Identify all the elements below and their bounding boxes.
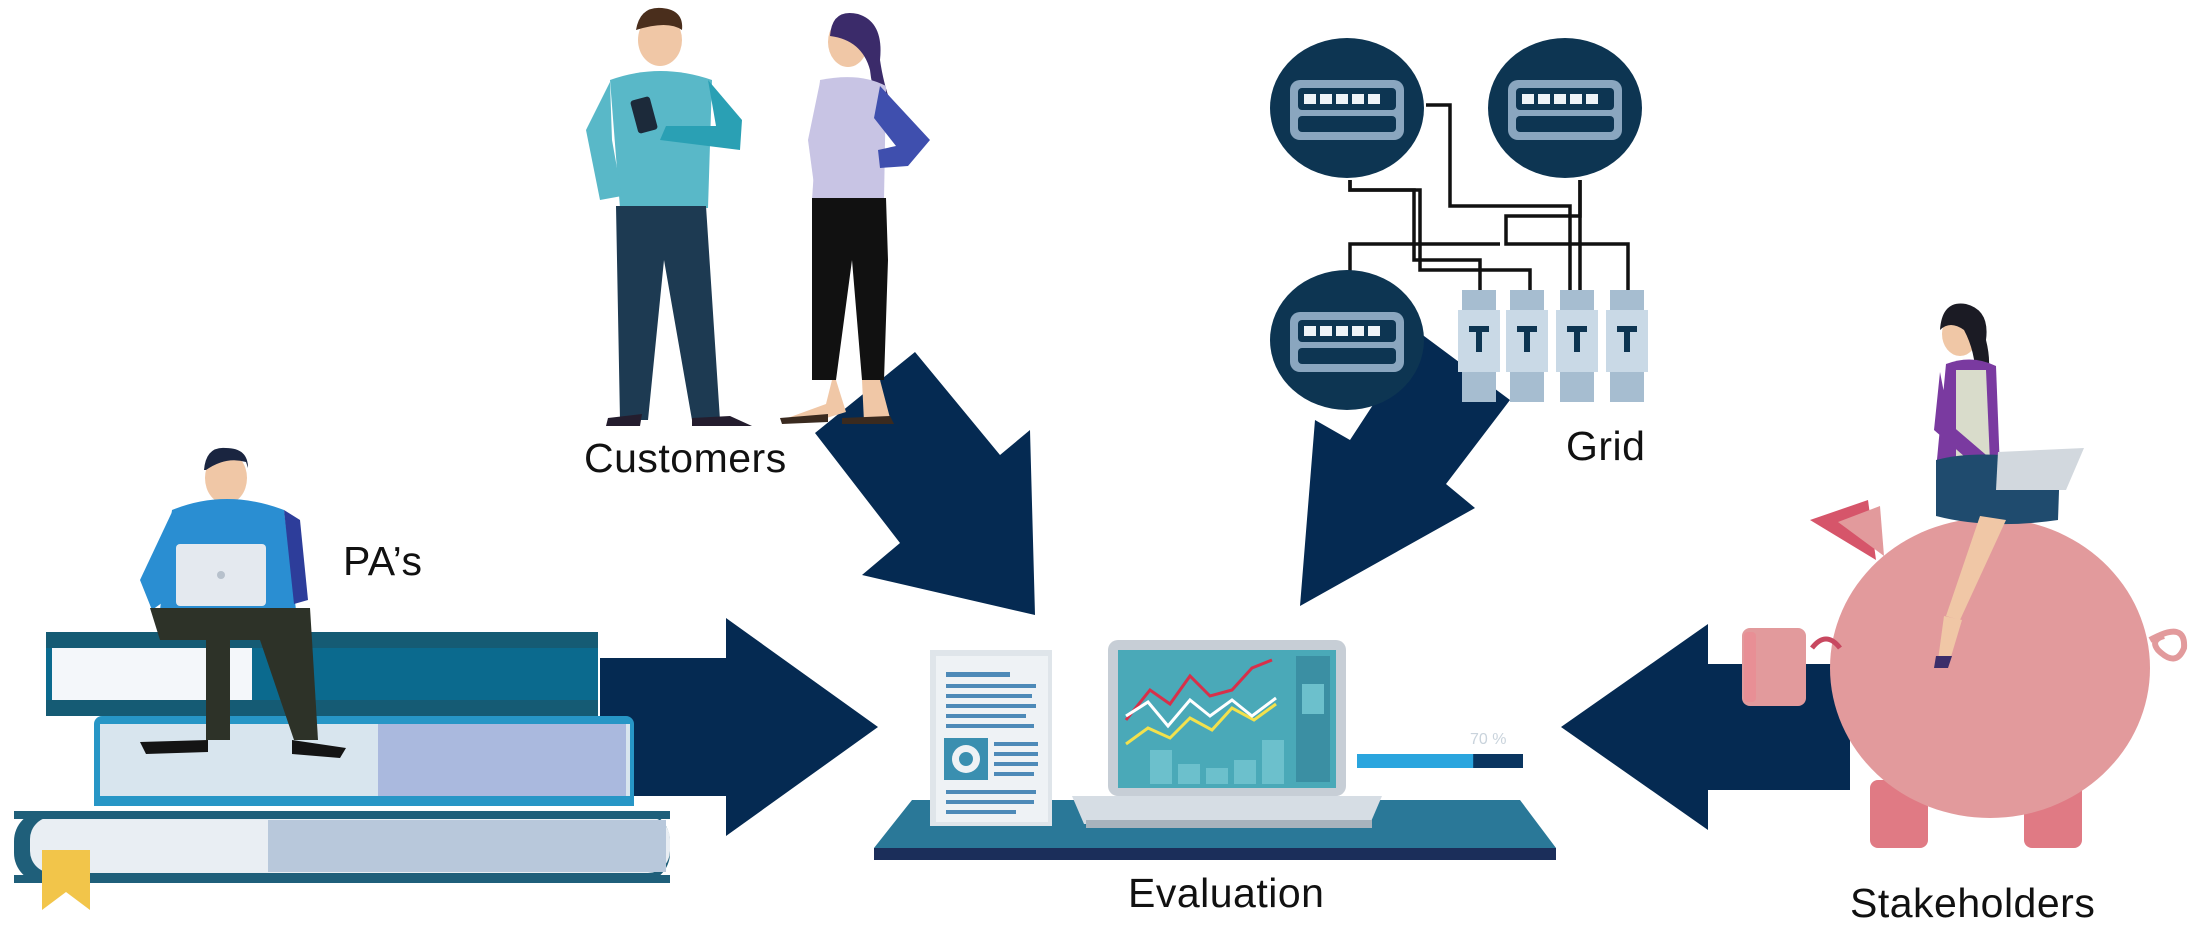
breaker-switch-icon: [1606, 290, 1648, 402]
progress-bar: [1357, 754, 1523, 768]
person-with-laptop-icon: [140, 447, 346, 758]
smart-meter-icon: [1270, 38, 1424, 178]
arrow-from-stakeholders: [1561, 624, 1850, 830]
label-grid: Grid: [1566, 423, 1646, 469]
smart-meter-icon: [1270, 270, 1424, 410]
breaker-switch-icon: [1506, 290, 1548, 402]
woman-with-laptop-icon: [1934, 303, 2084, 668]
breaker-switch-icon: [1458, 290, 1500, 402]
arrow-from-pas: [600, 618, 878, 836]
label-stakeholders: Stakeholders: [1850, 880, 2096, 926]
label-pas: PA’s: [343, 538, 423, 584]
progress-percent-text: 70 %: [1470, 731, 1507, 748]
piggy-bank-icon: [1742, 500, 2188, 848]
laptop-chart-icon: [1072, 640, 1382, 828]
smart-meter-icon: [1488, 38, 1642, 178]
books-stack: [14, 632, 670, 910]
customers-couple-icon: [586, 7, 930, 426]
evaluation-workstation: [874, 640, 1556, 860]
grid-network: [1270, 38, 1648, 410]
report-document-icon: [930, 650, 1052, 826]
label-customers: Customers: [584, 435, 787, 481]
arrow-from-grid: [1300, 333, 1510, 606]
label-evaluation: Evaluation: [1128, 870, 1325, 916]
breaker-switch-icon: [1556, 290, 1598, 402]
arrow-from-customers: [815, 352, 1035, 615]
